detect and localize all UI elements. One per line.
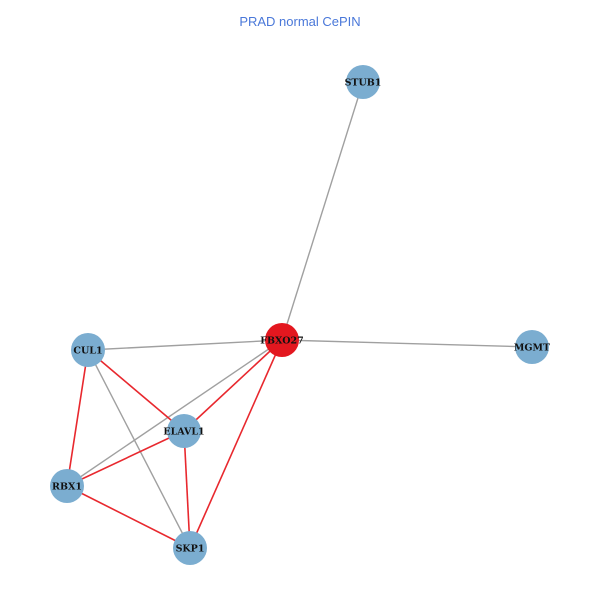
- node-fbxo27[interactable]: FBXO27: [260, 323, 304, 357]
- node-circle[interactable]: [173, 531, 207, 565]
- node-rbx1[interactable]: RBX1: [50, 469, 84, 503]
- node-label: SKP1: [176, 544, 205, 555]
- edge-elavl1-skp1: [183, 430, 191, 549]
- node-circle[interactable]: [346, 65, 380, 99]
- edge-fbxo27-mgmt: [281, 339, 533, 348]
- node-label: CUL1: [73, 346, 102, 357]
- node-mgmt[interactable]: MGMT: [514, 330, 550, 364]
- edge-cul1-rbx1: [66, 349, 89, 487]
- node-circle[interactable]: [50, 469, 84, 503]
- edge-cul1-fbxo27: [87, 339, 283, 351]
- node-circle[interactable]: [167, 414, 201, 448]
- node-label: RBX1: [52, 482, 82, 493]
- node-label: FBXO27: [260, 336, 303, 347]
- node-circle[interactable]: [515, 330, 549, 364]
- node-circle[interactable]: [265, 323, 299, 357]
- edge-fbxo27-stub1: [281, 81, 364, 341]
- edge-fbxo27-rbx1: [66, 339, 283, 487]
- edge-fbxo27-elavl1: [183, 339, 283, 432]
- node-circle[interactable]: [71, 333, 105, 367]
- node-cul1[interactable]: CUL1: [71, 333, 105, 367]
- edge-cul1-skp1: [87, 349, 191, 549]
- node-elavl1[interactable]: ELAVL1: [163, 414, 205, 448]
- node-stub1[interactable]: STUB1: [345, 65, 382, 99]
- edges-layer: [66, 81, 533, 549]
- node-label: ELAVL1: [163, 427, 204, 438]
- edge-rbx1-skp1: [66, 485, 191, 549]
- node-label: MGMT: [514, 343, 550, 354]
- edge-cul1-elavl1: [87, 349, 185, 432]
- edge-elavl1-rbx1: [66, 430, 185, 487]
- node-skp1[interactable]: SKP1: [173, 531, 207, 565]
- node-label: STUB1: [345, 78, 382, 89]
- edge-fbxo27-skp1: [189, 339, 283, 549]
- graph-title: PRAD normal CePIN: [239, 14, 361, 29]
